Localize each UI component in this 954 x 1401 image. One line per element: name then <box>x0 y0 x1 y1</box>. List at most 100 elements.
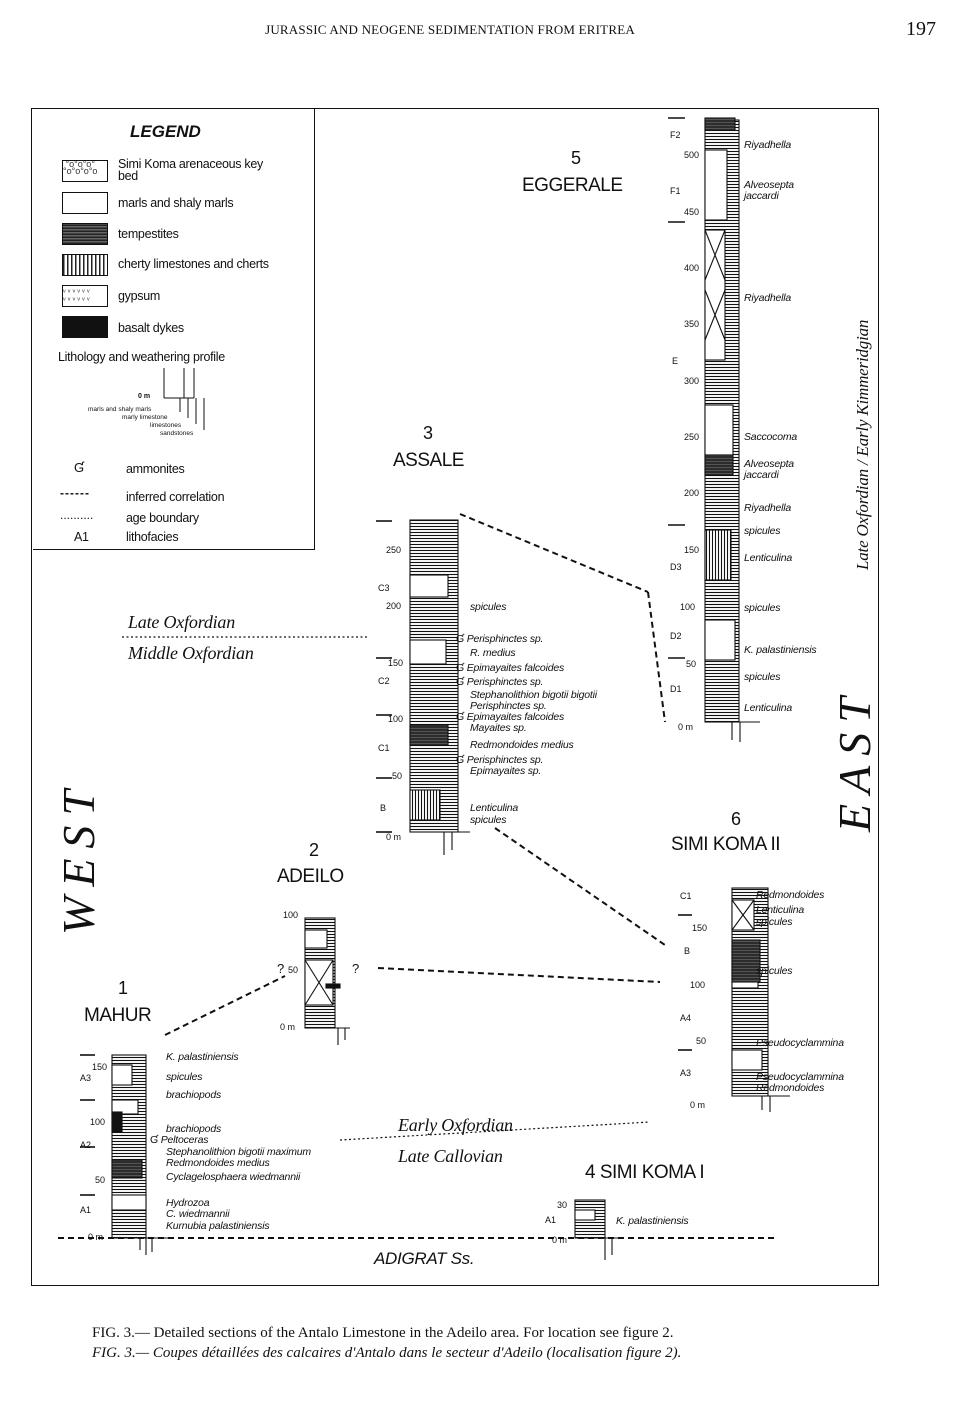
section-title-simi-koma-1: SIMI KOMA I <box>599 1162 705 1183</box>
eggerale-facies: D3 <box>670 562 682 572</box>
eggerale-facies: F2 <box>670 130 681 140</box>
section-name-simi-koma-2: SIMI KOMA II <box>671 834 781 855</box>
age-label-late-callovian: Late Callovian <box>398 1146 503 1166</box>
assale-tick: 100 <box>388 714 404 724</box>
legend-label-cherty: cherty limestones and cherts <box>118 257 269 271</box>
section-number-mahur: 1 <box>118 978 129 998</box>
profile-zero-label: 0 m <box>138 393 151 400</box>
lithofacies-symbol: A1 <box>74 530 89 544</box>
ammonite-icon: Ɠ <box>456 711 464 723</box>
caption-text-en: Detailed sections of the Antalo Limeston… <box>153 1325 674 1341</box>
base-label-adigrat: ADIGRAT Ss. <box>374 1249 475 1268</box>
figure-frame <box>31 108 879 1286</box>
mahur-annotation: K. palastiniensis <box>166 1051 239 1063</box>
assale-annotation: R. medius <box>470 647 516 659</box>
section-name-assale: ASSALE <box>393 450 464 471</box>
simikoma2-annotation: spicules <box>756 916 793 928</box>
mahur-facies: A2 <box>80 1140 92 1150</box>
legend-label-simi-koma: Simi Koma arenaceous key bed <box>118 157 263 183</box>
profile-title: Lithology and weathering profile <box>58 350 225 364</box>
profile-label-marls: marls and shaly marls <box>88 406 152 413</box>
eggerale-annotation: spicules <box>744 671 781 683</box>
ammonite-symbol: Ɠ <box>74 460 85 475</box>
simikoma2-facies: C1 <box>680 891 692 901</box>
mahur-annotation: Cyclagelosphaera wiedmannii <box>166 1171 301 1183</box>
age-boundary-symbol: .......... <box>60 508 94 522</box>
assale-annotation: Ɠ Epimayaites falcoides <box>456 712 564 723</box>
eggerale-annotation: spicules <box>744 602 781 614</box>
eggerale-tick: 100 <box>680 602 696 612</box>
caption-text-fr: Coupes détaillées des calcaires d'Antalo… <box>152 1345 682 1361</box>
legend-label-tempestites: tempestites <box>118 227 179 241</box>
assale-annotation-text: Epimayaites falcoides <box>466 662 565 674</box>
mahur-annotation: spicules <box>166 1071 203 1083</box>
assale-annotation-text: Perisphinctes sp. <box>466 676 544 688</box>
assale-tick: 250 <box>386 545 402 555</box>
column-simi-koma-2 <box>731 887 790 1112</box>
legend-label-marls: marls and shaly marls <box>118 196 234 210</box>
age-label-late-oxfordian: Late Oxfordian <box>128 612 236 632</box>
eggerale-annotation: K. palastiniensis <box>744 644 817 656</box>
assale-annotation: Epimayaites sp. <box>470 765 542 777</box>
simikoma2-annotation: Redmondoides <box>756 889 825 901</box>
eggerale-annotation: Lenticulina <box>744 552 793 564</box>
legend-box <box>33 109 315 550</box>
adeilo-question-right: ? <box>352 961 360 976</box>
mahur-tick: 0 m <box>88 1232 104 1242</box>
simikoma1-tick: 30 <box>557 1200 568 1210</box>
legend-label-inferred-correlation: inferred correlation <box>126 490 225 504</box>
assale-annotation: spicules <box>470 814 507 826</box>
profile-label-sandstones: sandstones <box>160 430 194 437</box>
assale-annotation: Ɠ Perisphinctes sp. <box>456 634 543 645</box>
section-name-mahur: MAHUR <box>84 1005 152 1026</box>
mahur-annotation: brachiopods <box>166 1089 222 1101</box>
mahur-facies: A1 <box>80 1205 92 1215</box>
profile-label-limestones: limestones <box>150 422 182 429</box>
simikoma2-tick: 0 m <box>690 1100 706 1110</box>
figure-caption-english: FIG. 3.— Detailed sections of the Antalo… <box>92 1325 674 1342</box>
caption-prefix-fr: FIG. 3.— <box>92 1345 150 1361</box>
simikoma2-facies: A4 <box>680 1013 692 1023</box>
simikoma2-annotation: Redmondoides <box>756 1082 825 1094</box>
legend-label-basalt: basalt dykes <box>118 321 184 335</box>
assale-annotation: Mayaites sp. <box>470 722 527 734</box>
mahur-tick: 50 <box>95 1175 106 1185</box>
mahur-annotation: Ɠ Peltoceras <box>150 1135 208 1146</box>
assale-annotation: Ɠ Perisphinctes sp. <box>456 677 543 688</box>
eggerale-annotation: Riyadhella <box>744 139 792 151</box>
assale-tick: 200 <box>386 601 402 611</box>
ammonite-icon: Ɠ <box>456 633 464 645</box>
swatch-tempestites <box>62 223 108 245</box>
section-name-eggerale: EGGERALE <box>522 175 623 196</box>
eggerale-annotation: Saccocoma <box>744 431 798 443</box>
adeilo-tick: 100 <box>283 910 299 920</box>
section-name-adeilo: ADEILO <box>277 866 344 887</box>
simikoma2-annotation: spicules <box>756 965 793 977</box>
assale-annotation: spicules <box>470 601 507 613</box>
assale-annotation-text: Perisphinctes sp. <box>466 754 544 766</box>
correlation-line-mahur-adeilo <box>164 975 286 1036</box>
simikoma2-tick: 100 <box>690 980 706 990</box>
eggerale-tick: 450 <box>684 207 700 217</box>
adeilo-question-left: ? <box>277 961 285 976</box>
column-mahur <box>111 1054 170 1255</box>
mahur-annotation: Hydrozoa <box>166 1197 210 1209</box>
assale-annotation: Redmondoides medius <box>470 739 574 751</box>
age-label-middle-oxfordian: Middle Oxfordian <box>128 643 254 663</box>
correlation-symbol: ------ <box>60 486 90 500</box>
legend-label-lithofacies: lithofacies <box>126 530 179 544</box>
age-label-vertical-kimmeridgian: Late Oxfordian / Early Kimmeridgian <box>853 319 872 570</box>
swatch-marls <box>62 192 108 214</box>
assale-annotation: Perisphinctes sp. <box>470 700 547 712</box>
assale-tick: 50 <box>392 771 403 781</box>
swatch-basalt <box>62 316 108 338</box>
simikoma2-facies: A3 <box>680 1068 692 1078</box>
profile-mini-diagram <box>163 368 205 430</box>
assale-facies: B <box>380 803 387 813</box>
column-eggerale <box>704 117 760 742</box>
eggerale-facies: D1 <box>670 684 682 694</box>
mahur-tick: 100 <box>90 1117 106 1127</box>
eggerale-tick: 300 <box>684 376 700 386</box>
figure-caption-french: FIG. 3.— Coupes détaillées des calcaires… <box>92 1345 681 1362</box>
simikoma1-annotation: K. palastiniensis <box>616 1215 689 1227</box>
